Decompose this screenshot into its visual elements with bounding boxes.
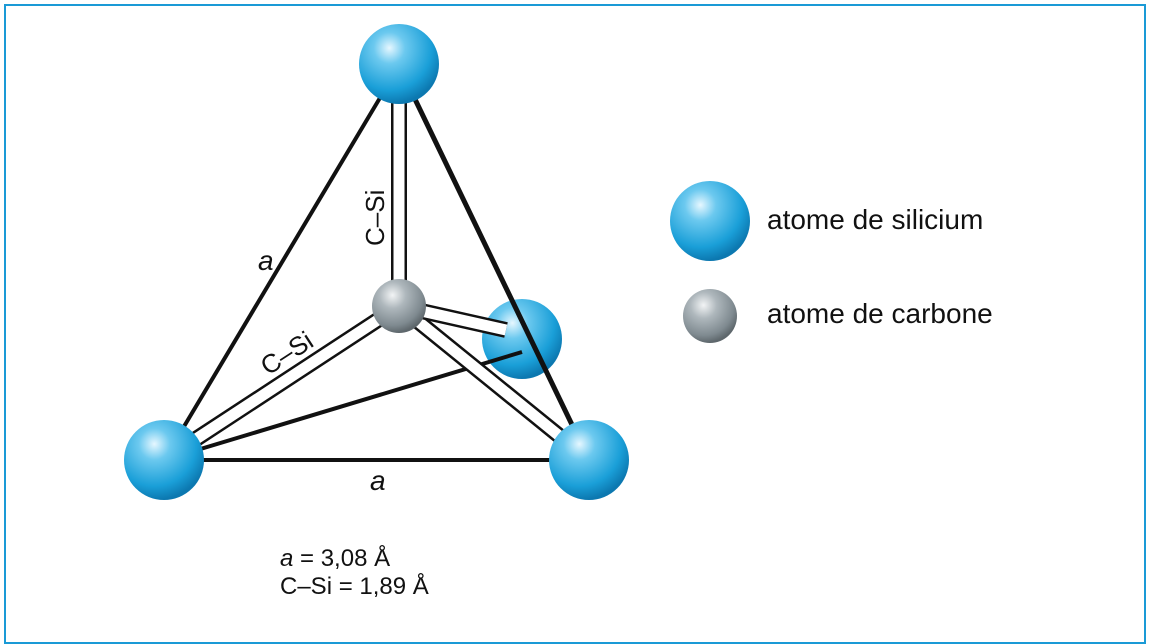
silicon-atom-right xyxy=(549,420,629,500)
legend-carbon-label: atome de carbone xyxy=(767,298,993,329)
silicon-atom-top xyxy=(359,24,439,104)
silicon-atom-back xyxy=(482,299,562,379)
silicon-atom-left xyxy=(124,420,204,500)
edge-label-left: a xyxy=(258,245,274,276)
legend-silicon-label: atome de silicium xyxy=(767,204,984,235)
tetrahedron-edges xyxy=(162,64,592,462)
formula-a-value: = 3,08 Å xyxy=(293,545,391,572)
edge-top-right xyxy=(396,64,592,462)
edge-left-back xyxy=(163,350,523,462)
legend-silicon-icon xyxy=(670,181,750,261)
bond-fill-left xyxy=(160,301,403,465)
edge-label-bottom: a xyxy=(370,465,386,496)
formula-a-symbol: a xyxy=(280,545,294,572)
carbon-silicon-bonds xyxy=(159,66,595,467)
legend-carbon-icon xyxy=(683,289,737,343)
formula-bond-length: C–Si = 1,89 Å xyxy=(280,573,429,600)
formula-lattice-parameter: a = 3,08 Å xyxy=(280,545,390,573)
carbon-atom-center xyxy=(372,279,426,333)
edge-top-left xyxy=(162,64,401,462)
bond-label-vertical: C–Si xyxy=(360,190,390,246)
bond-fill-right xyxy=(395,301,593,465)
